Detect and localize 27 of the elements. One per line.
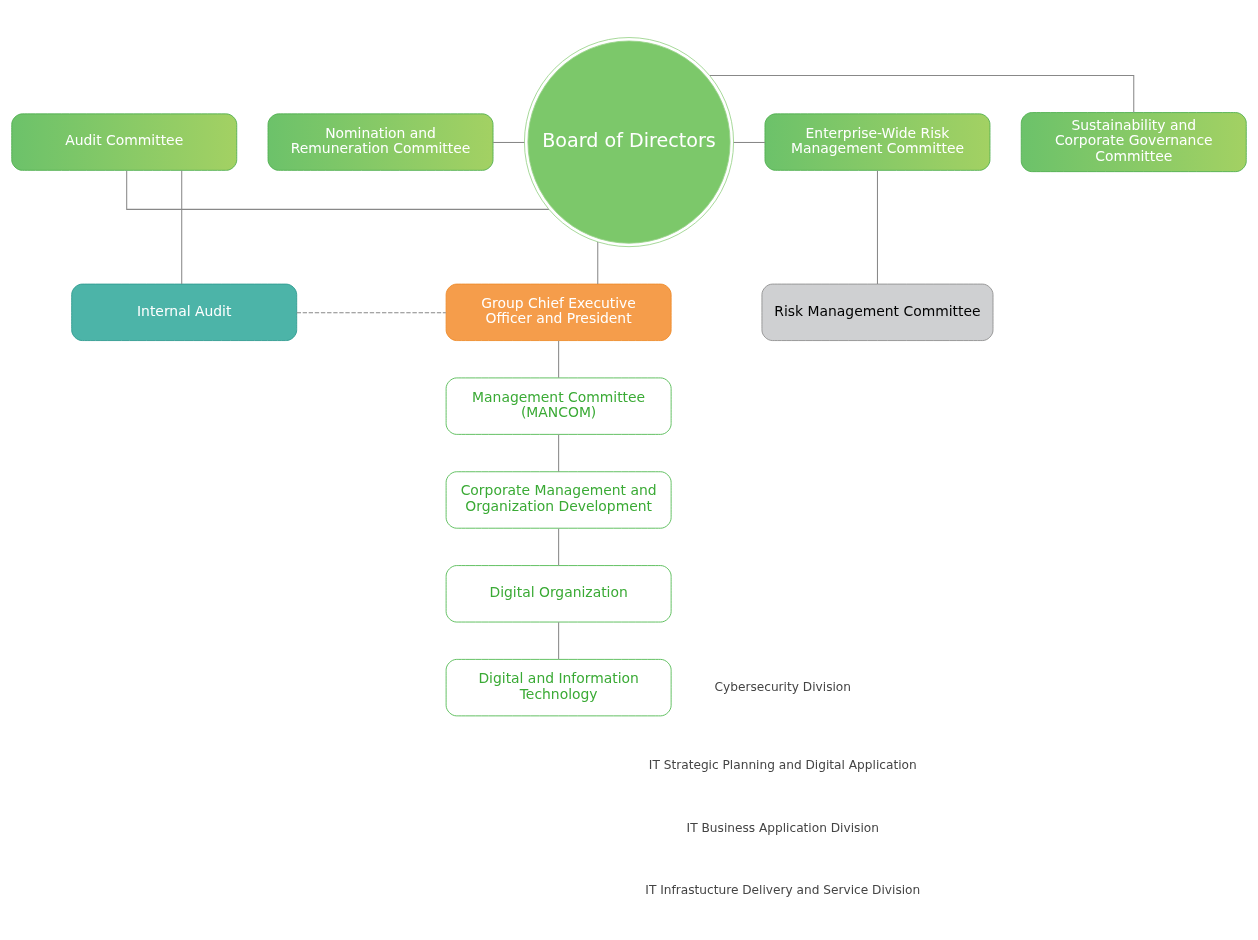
label: Cybersecurity Division <box>714 679 851 694</box>
node-box: Group Chief Executive Officer and President <box>445 283 672 341</box>
connector <box>181 169 183 285</box>
connector <box>709 74 1135 113</box>
connector <box>296 311 447 313</box>
node-box: Risk Management Committee <box>761 283 994 341</box>
connector <box>558 339 560 378</box>
node-box: Nomination and Remuneration Committee <box>267 112 494 171</box>
connector <box>558 433 560 472</box>
node-box: Internal Audit <box>71 283 298 341</box>
label: IT Strategic Planning and Digital Application <box>648 757 917 772</box>
node-box: Management Committee (MANCOM) <box>445 376 672 435</box>
node-box: Digital Organization <box>445 564 672 622</box>
label: IT Infrastucture Delivery and Service Division <box>645 882 921 897</box>
node-box: Sustainability and Corporate Governance Committee <box>1020 111 1247 172</box>
connector <box>492 141 525 143</box>
node-box: Enterprise-Wide Risk Management Committee <box>764 112 991 171</box>
label: IT Business Application Division <box>686 820 879 835</box>
node-box: Audit Committee <box>11 112 238 171</box>
connector <box>876 169 878 285</box>
node-box: Corporate Management and Organization Development <box>445 470 672 529</box>
connector <box>597 241 599 285</box>
node-box: Digital and Information Technology <box>445 658 672 716</box>
connector <box>733 141 766 143</box>
connector <box>126 169 550 210</box>
connector <box>558 527 560 566</box>
connector <box>558 621 560 660</box>
